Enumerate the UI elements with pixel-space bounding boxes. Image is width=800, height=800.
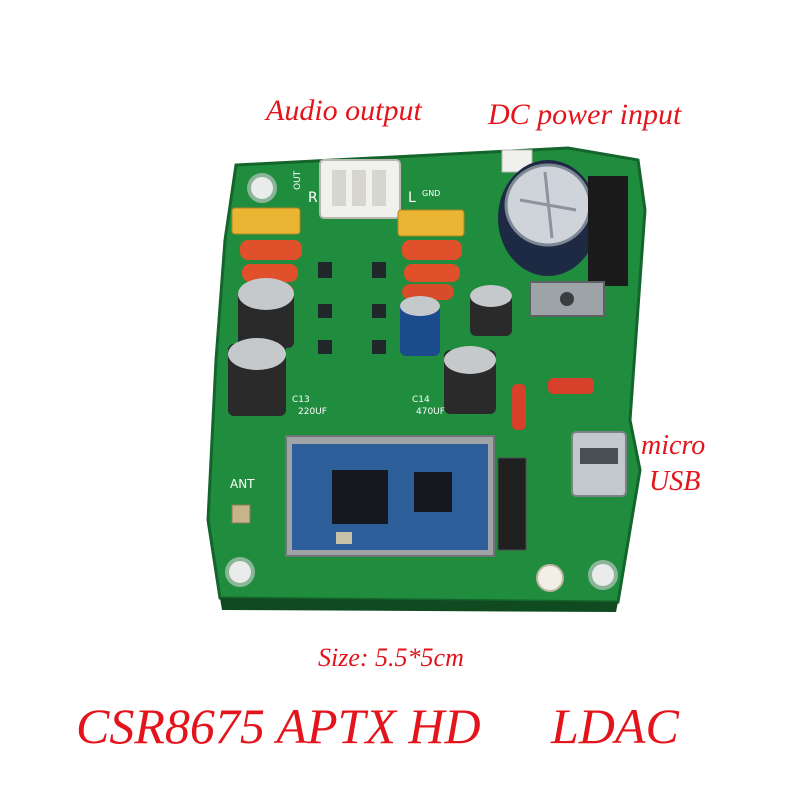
ic-pad-6 (372, 340, 386, 354)
ic-pad-3 (318, 304, 332, 318)
film-cap-left (231, 207, 301, 235)
resistor-left-2 (242, 264, 298, 282)
ic-pad-5 (318, 340, 332, 354)
led (536, 564, 564, 592)
module-flash (414, 472, 452, 512)
mount-hole-bottom-left (225, 557, 255, 587)
mount-hole-top-left (247, 173, 277, 203)
resistor-right-3 (402, 284, 454, 300)
bluetooth-module (292, 444, 488, 550)
module-crystal (336, 532, 352, 544)
resistor-right-1 (402, 240, 462, 260)
resistor-right-2 (404, 264, 460, 282)
silk-r: R (308, 190, 318, 206)
silk-c14: C14 (412, 395, 430, 405)
silk-c13: C13 (292, 395, 310, 405)
ic-pad-4 (372, 304, 386, 318)
ldac-label: LDAC (551, 698, 679, 754)
film-cap-right (397, 209, 465, 237)
usb-label: USB (649, 466, 701, 497)
small-resistor-1 (512, 384, 526, 430)
pin-header (497, 457, 527, 551)
antenna-connector (231, 504, 251, 524)
pcb-edge-shadow (220, 598, 618, 612)
silk-c14-value: 470UF (416, 407, 445, 417)
size-label: Size: 5.5*5cm (318, 643, 464, 672)
micro-label: micro (641, 430, 706, 461)
small-resistor-2 (548, 378, 594, 394)
silk-ant: ANT (230, 477, 255, 491)
audio-output-label: Audio output (266, 94, 422, 127)
regulator-heatsink (588, 176, 628, 286)
resistor-left-1 (240, 240, 302, 260)
silk-gnd: GND (422, 189, 440, 198)
dc-power-connector (501, 149, 533, 173)
silk-l: L (408, 190, 416, 206)
product-title: CSR8675 APTX HD (76, 698, 481, 754)
silk-c13-value: 220UF (298, 407, 327, 417)
module-chip (332, 470, 388, 524)
ic-pad-1 (318, 262, 332, 278)
dc-power-input-label: DC power input (488, 98, 682, 131)
ic-pad-2 (372, 262, 386, 278)
mount-hole-bottom-right (588, 560, 618, 590)
silk-out: OUT (293, 170, 303, 190)
